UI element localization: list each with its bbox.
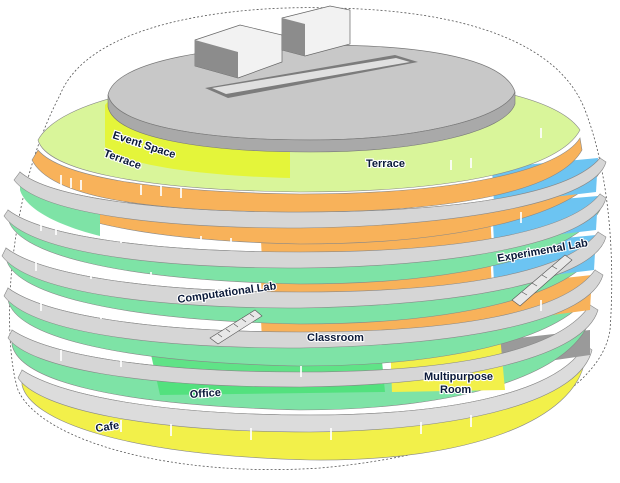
people-silhouettes (35, 128, 542, 440)
label-classroom: Classroom (307, 332, 364, 344)
label-cafe: Cafe (95, 420, 120, 435)
stair-experimental (511, 254, 573, 307)
label-office: Office (189, 387, 221, 401)
stair-computational (209, 309, 263, 345)
label-multipurpose-room-line1: Multipurpose (424, 371, 493, 383)
label-terrace-right: Terrace (366, 158, 405, 170)
floor-office (7, 304, 599, 411)
roof (107, 5, 516, 153)
label-multipurpose-room-line2: Room (440, 384, 471, 396)
